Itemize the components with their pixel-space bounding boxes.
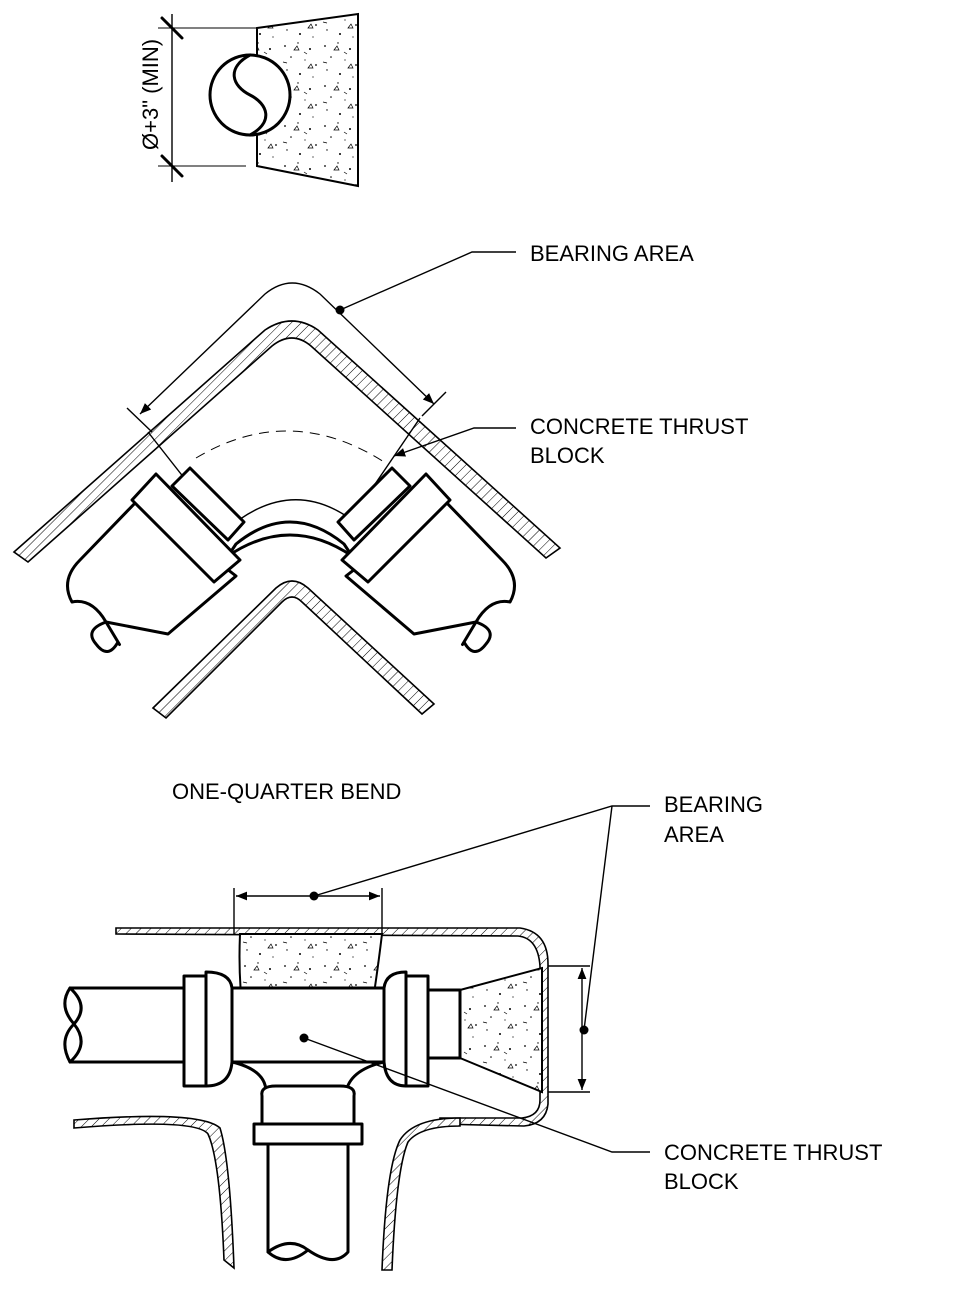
pipe-left-bell <box>130 472 242 584</box>
trench-wall-inner <box>151 580 436 720</box>
pipe-right-bell <box>340 472 452 584</box>
pipe-break-symbol <box>232 53 268 137</box>
tee-bearing-leader-top <box>313 805 650 897</box>
pipe-right-break <box>461 620 492 653</box>
thrust-block-leader <box>393 427 516 457</box>
bearing-area-ext-left <box>126 407 153 433</box>
dimension-tick-bottom <box>160 154 184 178</box>
tee-branch-bell <box>252 1122 364 1146</box>
tee-branch-pipe <box>266 1142 350 1261</box>
bend-thrust-block-label-2: BLOCK <box>530 443 605 468</box>
trench-wall-top <box>115 927 549 1127</box>
tee-left-bell <box>182 974 208 1088</box>
bend-fitting-crown <box>226 520 354 558</box>
tee-body <box>230 986 388 1064</box>
tee-bearing-label-1: BEARING <box>664 792 763 817</box>
dimension-label: Ø+3" (MIN) <box>138 39 163 150</box>
bearing-area-leader <box>339 251 516 311</box>
tee-branch-break <box>266 1242 310 1254</box>
quarter-bend-detail: BEARING AREA CONCRETE THRUST BLOCK ONE-Q… <box>12 241 748 804</box>
cross-section-detail: Ø+3" (MIN) <box>138 12 359 188</box>
tee-bearing-leader-side <box>583 805 613 1031</box>
tee-branch-hub <box>260 1084 356 1130</box>
bearing-area-dimension-arc <box>139 282 435 415</box>
tee-run-pipe-break <box>68 986 83 1064</box>
pipe-left-hub <box>170 466 246 542</box>
tee-left-hub <box>204 970 234 1088</box>
tee-thrust-label-1: CONCRETE THRUST <box>664 1140 882 1165</box>
trench-wall-outer <box>12 320 562 564</box>
trench-wall-left <box>73 1115 235 1270</box>
tee-right-stub <box>426 988 462 1060</box>
bend-bearing-area-label: BEARING AREA <box>530 241 694 266</box>
bend-caption: ONE-QUARTER BEND <box>172 779 401 804</box>
pipe-right-hub <box>336 466 412 542</box>
tee-detail: BEARING AREA CONCRETE THRUST BLOCK <box>63 792 882 1271</box>
bend-thrust-block-label-1: CONCRETE THRUST <box>530 414 748 439</box>
tee-thrust-label-2: BLOCK <box>664 1169 739 1194</box>
tee-right-bell <box>404 974 430 1088</box>
dimension-tick-top <box>160 16 184 40</box>
tee-bearing-label-2: AREA <box>664 822 724 847</box>
tee-thrust-leader <box>303 1037 650 1153</box>
pipe-left-break <box>90 620 121 653</box>
concrete-thrust-block-side <box>459 966 543 1094</box>
pipe-centerline-hidden <box>195 430 385 463</box>
bearing-area-ext-right <box>421 391 447 417</box>
trench-wall-right <box>381 1117 461 1271</box>
